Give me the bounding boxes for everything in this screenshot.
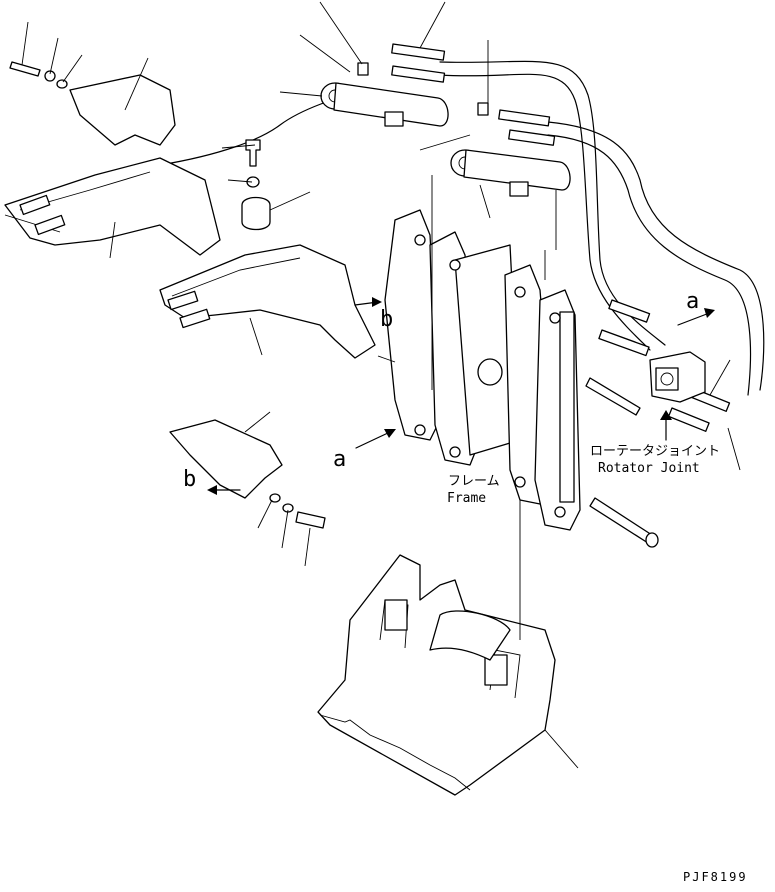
- upper-arm: [4, 157, 221, 256]
- view-arrows: [207, 297, 715, 495]
- drawing-code: PJF8199: [683, 870, 748, 884]
- cylinder-lower: [450, 102, 571, 197]
- pins: [585, 377, 659, 548]
- label-frame-jp: フレーム: [448, 474, 500, 489]
- frame-assembly: [384, 209, 581, 531]
- leader-lines: [21, 1, 741, 769]
- bolt-group-top: [391, 43, 731, 432]
- hardware-lower: [269, 493, 326, 529]
- label-b-right: b: [380, 307, 393, 332]
- rotator-joint: [649, 351, 706, 441]
- label-frame-en: Frame: [447, 491, 486, 506]
- label-rotator-joint-en: Rotator Joint: [598, 461, 700, 476]
- middle-arm: [159, 244, 376, 359]
- label-a-top: a: [686, 289, 699, 314]
- bucket: [317, 554, 556, 796]
- label-b-left: b: [183, 467, 196, 492]
- label-a-left: a: [333, 447, 346, 472]
- label-rotator-joint-jp: ローテータジョイント: [590, 444, 720, 459]
- cylinder-upper: [320, 62, 449, 127]
- upper-cover-plate: [69, 74, 176, 146]
- hardware-top-left: [9, 61, 271, 231]
- lower-cover-plate: [169, 419, 283, 499]
